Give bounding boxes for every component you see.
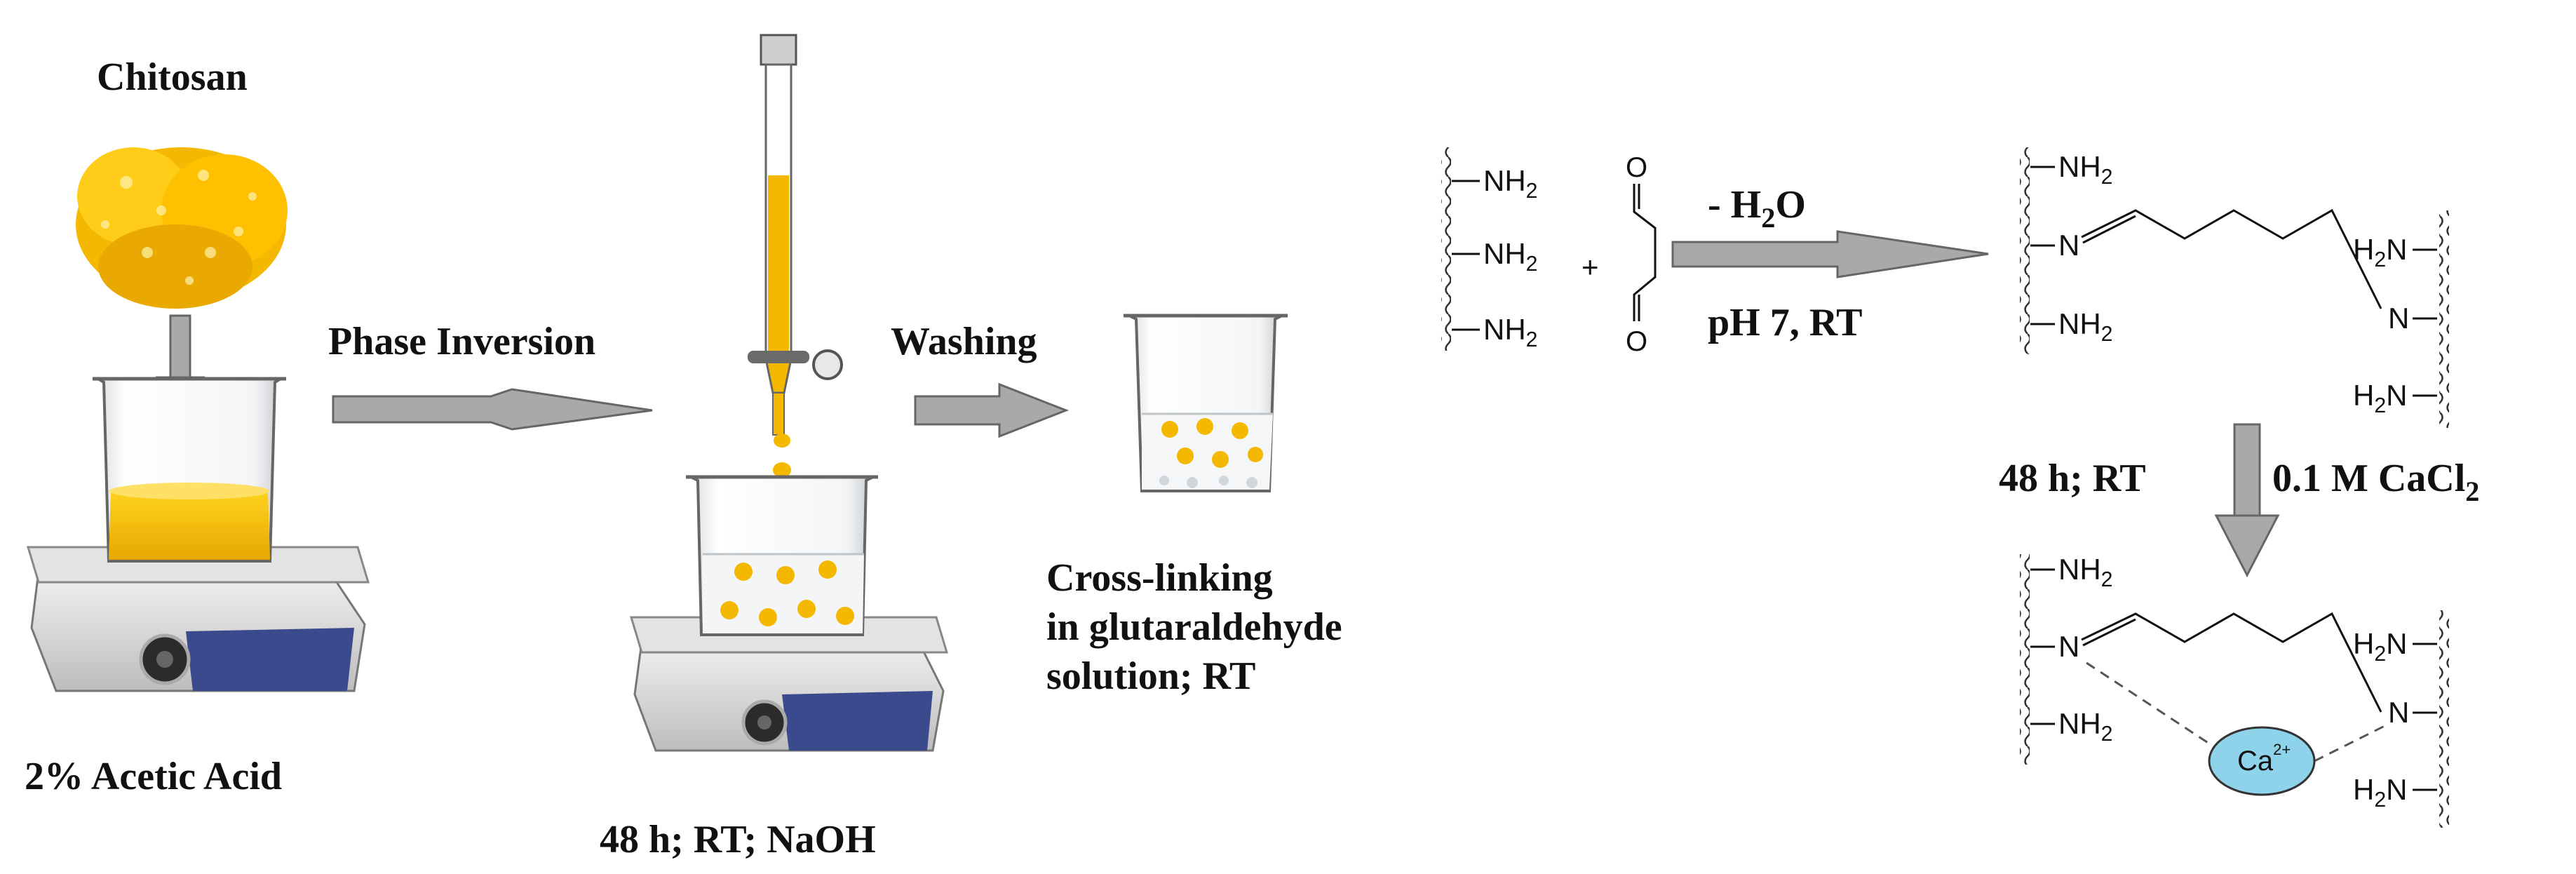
glutaraldehyde-structure <box>1633 184 1657 321</box>
aldehyde-o-top: O <box>1626 152 1647 183</box>
reactant-amines <box>1452 180 1480 331</box>
arrow-reaction-1 <box>1671 230 1989 278</box>
crosslink-line-2: in glutaraldehyde <box>1046 605 1342 649</box>
product2-amine-top: NH2 <box>2058 553 2113 591</box>
hotplate-center <box>629 616 949 752</box>
product2-imine-right: N <box>2388 696 2409 729</box>
product2-amine-bottom: NH2 <box>2058 707 2113 746</box>
burette <box>748 34 843 436</box>
calcium-ion: Ca2+ <box>2208 726 2316 796</box>
beaker-naoh <box>686 475 878 636</box>
chain-reactant <box>1441 147 1451 351</box>
beaker-acetic-acid <box>93 377 286 563</box>
arrow-reaction-2 <box>2214 423 2280 578</box>
ph-condition-label: pH 7, RT <box>1708 301 1863 344</box>
product1-linker <box>2081 208 2382 309</box>
product1-amine-bottom: NH2 <box>2058 307 2113 346</box>
chain-product1-left <box>2020 147 2030 354</box>
arrow-phase-inversion <box>332 388 653 431</box>
product1-imine-left: N <box>2058 229 2079 262</box>
amine-r2: NH2 <box>1483 237 1538 276</box>
product2-linker <box>2081 612 2382 713</box>
hotplate-left <box>26 546 370 692</box>
aldehyde-o-bottom: O <box>1626 326 1647 357</box>
calcium-time-label: 48 h; RT <box>1999 457 2146 500</box>
plus-sign: + <box>1582 250 1599 283</box>
water-loss-label: - H2O <box>1708 183 1806 234</box>
amine-r1: NH2 <box>1483 164 1538 203</box>
coordination-bonds <box>2086 661 2385 762</box>
calcium-reagent-label: 0.1 M CaCl2 <box>2272 457 2479 507</box>
chitosan-powder <box>76 147 288 309</box>
chitosan-label: Chitosan <box>97 55 248 99</box>
arrow-washing <box>914 382 1070 438</box>
acetic-acid-label: 2% Acetic Acid <box>25 755 282 798</box>
product2-amine-right-top: H2N <box>2353 627 2408 666</box>
chain-product2-right <box>2439 610 2449 828</box>
chain-product2-left <box>2020 554 2030 765</box>
phase-inversion-label: Phase Inversion <box>328 320 595 363</box>
product1-amine-top: NH2 <box>2058 150 2113 189</box>
product2-amine-right-bottom: H2N <box>2353 773 2408 812</box>
product1-imine-right: N <box>2388 302 2409 335</box>
amine-r3: NH2 <box>1483 313 1538 351</box>
crosslink-line-3: solution; RT <box>1046 654 1255 698</box>
crosslink-line-1: Cross-linking <box>1046 556 1273 600</box>
washing-label: Washing <box>891 320 1037 363</box>
product2-imine-left: N <box>2058 630 2079 663</box>
product1-amine-right-top: H2N <box>2353 233 2408 271</box>
beaker-washing <box>1124 314 1288 492</box>
calcium-ion-label: Ca2+ <box>2237 741 2291 776</box>
naoh-label: 48 h; RT; NaOH <box>600 818 876 861</box>
chain-product1-right <box>2439 210 2449 428</box>
product1-amine-right-bottom: H2N <box>2353 379 2408 417</box>
